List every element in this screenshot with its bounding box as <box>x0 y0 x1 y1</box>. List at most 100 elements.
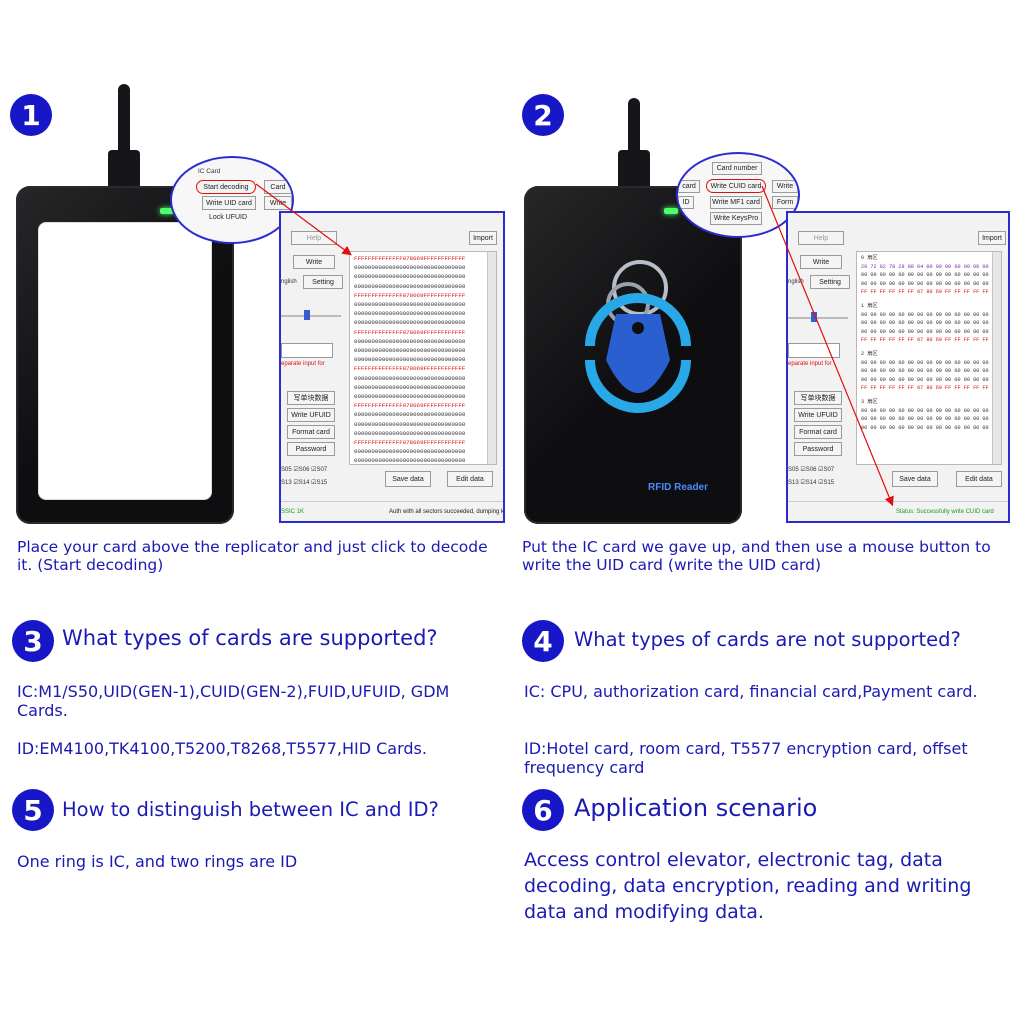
hex-line: 00000000000000000000000000000000 <box>354 273 466 281</box>
write-cuid-card-button[interactable]: Write CUID card <box>706 179 766 193</box>
sector-line: 00 00 00 00 00 00 00 00 00 00 00 00 00 0… <box>861 359 1002 366</box>
write-ufuid-button[interactable]: Write UFUID <box>287 408 335 422</box>
sector-scrollbar[interactable] <box>992 252 1001 464</box>
hex-line: 00000000000000000000000000000000 <box>354 337 466 345</box>
decoder-window-2: Help Import Write nglish Setting eparate… <box>786 211 1010 523</box>
help-button[interactable]: Help <box>291 231 337 245</box>
rfid-reader-label: RFID Reader <box>648 482 709 493</box>
sector-line: 00 00 00 00 00 00 00 00 00 00 00 00 00 0… <box>861 407 1002 414</box>
decoder-window-1: Help Import Write nglish Setting eparate… <box>279 211 505 523</box>
input-field[interactable] <box>281 343 333 358</box>
section-5-heading: How to distinguish between IC and ID? <box>62 798 439 821</box>
hex-line: FFFFFFFFFFFFFF078069FFFFFFFFFFFF <box>354 255 466 262</box>
start-decoding-button[interactable]: Start decoding <box>196 180 256 194</box>
keyfob-hole <box>632 322 644 334</box>
section-3-badge: 3 <box>12 620 54 662</box>
separate-input-label-2: eparate input for <box>788 361 832 367</box>
ic-card <box>38 222 212 500</box>
section-4-heading: What types of cards are not supported? <box>574 628 961 651</box>
section-3-paragraph-2: ID:EM4100,TK4100,T5200,T8268,T5577,HID C… <box>17 739 427 758</box>
hex-line: FFFFFFFFFFFFFF078069FFFFFFFFFFFF <box>354 291 466 299</box>
hex-line: 00000000000000000000000000000000 <box>354 420 466 428</box>
zoom-id-button[interactable]: ID <box>678 196 694 209</box>
section-5-badge: 5 <box>12 789 54 831</box>
setting-button[interactable]: Setting <box>303 275 343 289</box>
sector-title: 0 扇区 <box>861 255 878 261</box>
section-6-paragraph-1: Access control elevator, electronic tag,… <box>524 849 972 923</box>
sector-checkboxes-row2[interactable]: S13 ☑S14 ☑S15 <box>281 480 328 486</box>
import-button[interactable]: Import <box>469 231 497 245</box>
sector-line: 00 00 00 00 00 00 00 00 00 00 00 00 00 0… <box>861 320 1002 327</box>
hex-line: 00000000000000000000000000000000 <box>354 383 466 391</box>
language-label-2: nglish <box>788 279 804 285</box>
section-6-heading: Application scenario <box>574 794 818 822</box>
lock-ufuid-button[interactable]: Lock UFUID <box>208 214 248 221</box>
hex-line: FFFFFFFFFFFFFF078069FFFFFFFFFFFF <box>354 402 466 410</box>
sector-line: 00 00 00 00 00 00 00 00 00 00 00 00 00 0… <box>861 280 1002 287</box>
hex-line: 00000000000000000000000000000000 <box>354 411 466 419</box>
edit-data-button-2[interactable]: Edit data <box>956 471 1002 487</box>
hex-line: 00000000000000000000000000000000 <box>354 374 466 382</box>
save-data-button-2[interactable]: Save data <box>892 471 938 487</box>
sector-title: 3 扇区 <box>861 398 878 405</box>
format-card-button-2[interactable]: Format card <box>794 425 842 439</box>
write-ufuid-button-2[interactable]: Write UFUID <box>794 408 842 422</box>
hex-line: 00000000000000000000000000000000 <box>354 264 466 272</box>
sector-title: 1 扇区 <box>861 302 878 309</box>
write-mf1-card-button[interactable]: Write MF1 card <box>710 196 762 209</box>
save-data-button[interactable]: Save data <box>385 471 431 487</box>
write-button[interactable]: Write <box>293 255 335 269</box>
sector-line: 00 00 00 00 00 00 00 00 00 00 00 00 00 0… <box>861 424 1002 431</box>
hex-scrollbar[interactable] <box>487 252 496 464</box>
write-block-button-2[interactable]: 写单块数据 <box>794 391 842 405</box>
hex-line: 00000000000000000000000000000000 <box>354 347 466 355</box>
signal-arc-bottom <box>585 359 691 413</box>
zoom-card2-button[interactable]: card <box>678 180 700 193</box>
zoom-card-button[interactable]: Card <box>264 180 292 194</box>
step-1-number: 1 <box>21 98 41 132</box>
card-number-button[interactable]: Card number <box>712 162 762 175</box>
write-uid-card-button[interactable]: Write UID card <box>202 196 256 210</box>
import-button-2[interactable]: Import <box>978 231 1006 245</box>
hex-line: 00000000000000000000000000000000 <box>354 457 466 465</box>
slider-thumb-2[interactable] <box>811 312 817 322</box>
sector-checkboxes-row1[interactable]: S05 ☑S06 ☑S07 <box>281 467 328 473</box>
help-button-2[interactable]: Help <box>798 231 844 245</box>
password-button[interactable]: Password <box>287 442 335 456</box>
step-1-badge: 1 <box>10 94 52 136</box>
slider-track-2[interactable] <box>788 317 848 319</box>
section-5-paragraph-1: One ring is IC, and two rings are ID <box>17 852 298 871</box>
keyfob-tag <box>606 314 670 393</box>
hex-line: 00000000000000000000000000000000 <box>354 319 466 327</box>
card-type-status: SSIC 1K <box>281 509 305 515</box>
input-field-2[interactable] <box>788 343 840 358</box>
zoom-form-button[interactable]: Form <box>772 196 798 209</box>
step-1-caption: Place your card above the replicator and… <box>17 538 488 574</box>
sector-checkboxes-row1-2[interactable]: S05 ☑S06 ☑S07 <box>788 467 835 473</box>
edit-data-button[interactable]: Edit data <box>447 471 493 487</box>
password-button-2[interactable]: Password <box>794 442 842 456</box>
hex-line: 00000000000000000000000000000000 <box>354 393 466 401</box>
rfid-reader-device-1 <box>16 186 234 524</box>
setting-button-2[interactable]: Setting <box>810 275 850 289</box>
sector-line: 00 00 00 00 00 00 00 00 00 00 00 00 00 0… <box>861 328 1002 335</box>
format-card-button[interactable]: Format card <box>287 425 335 439</box>
slider-track[interactable] <box>281 315 341 317</box>
slider-thumb[interactable] <box>304 310 310 320</box>
zoom-bubble-1: IC Card Start decoding Card Write UID ca… <box>170 156 294 244</box>
led-indicator <box>160 208 174 214</box>
write-block-button[interactable]: 写单块数据 <box>287 391 335 405</box>
zoom-write-button[interactable]: Write <box>264 196 292 210</box>
sector-checkboxes-row2-2[interactable]: S13 ☑S14 ☑S15 <box>788 480 835 486</box>
write-button-2[interactable]: Write <box>800 255 842 269</box>
step-2-caption: Put the IC card we gave up, and then use… <box>522 538 991 574</box>
zoom-bubble-2: Card number card Write CUID card Write I… <box>676 152 800 238</box>
sector-line: 00 00 00 00 00 00 00 00 00 00 00 00 00 0… <box>861 272 1002 279</box>
keyfob-illustration <box>585 260 691 413</box>
zoom-write2-button[interactable]: Write <box>772 180 798 193</box>
sector-line: 00 00 00 00 00 00 00 00 00 00 00 00 00 0… <box>861 416 1002 423</box>
write-keyspro-button[interactable]: Write KeysPro <box>710 212 762 225</box>
led-indicator-2 <box>664 208 678 214</box>
